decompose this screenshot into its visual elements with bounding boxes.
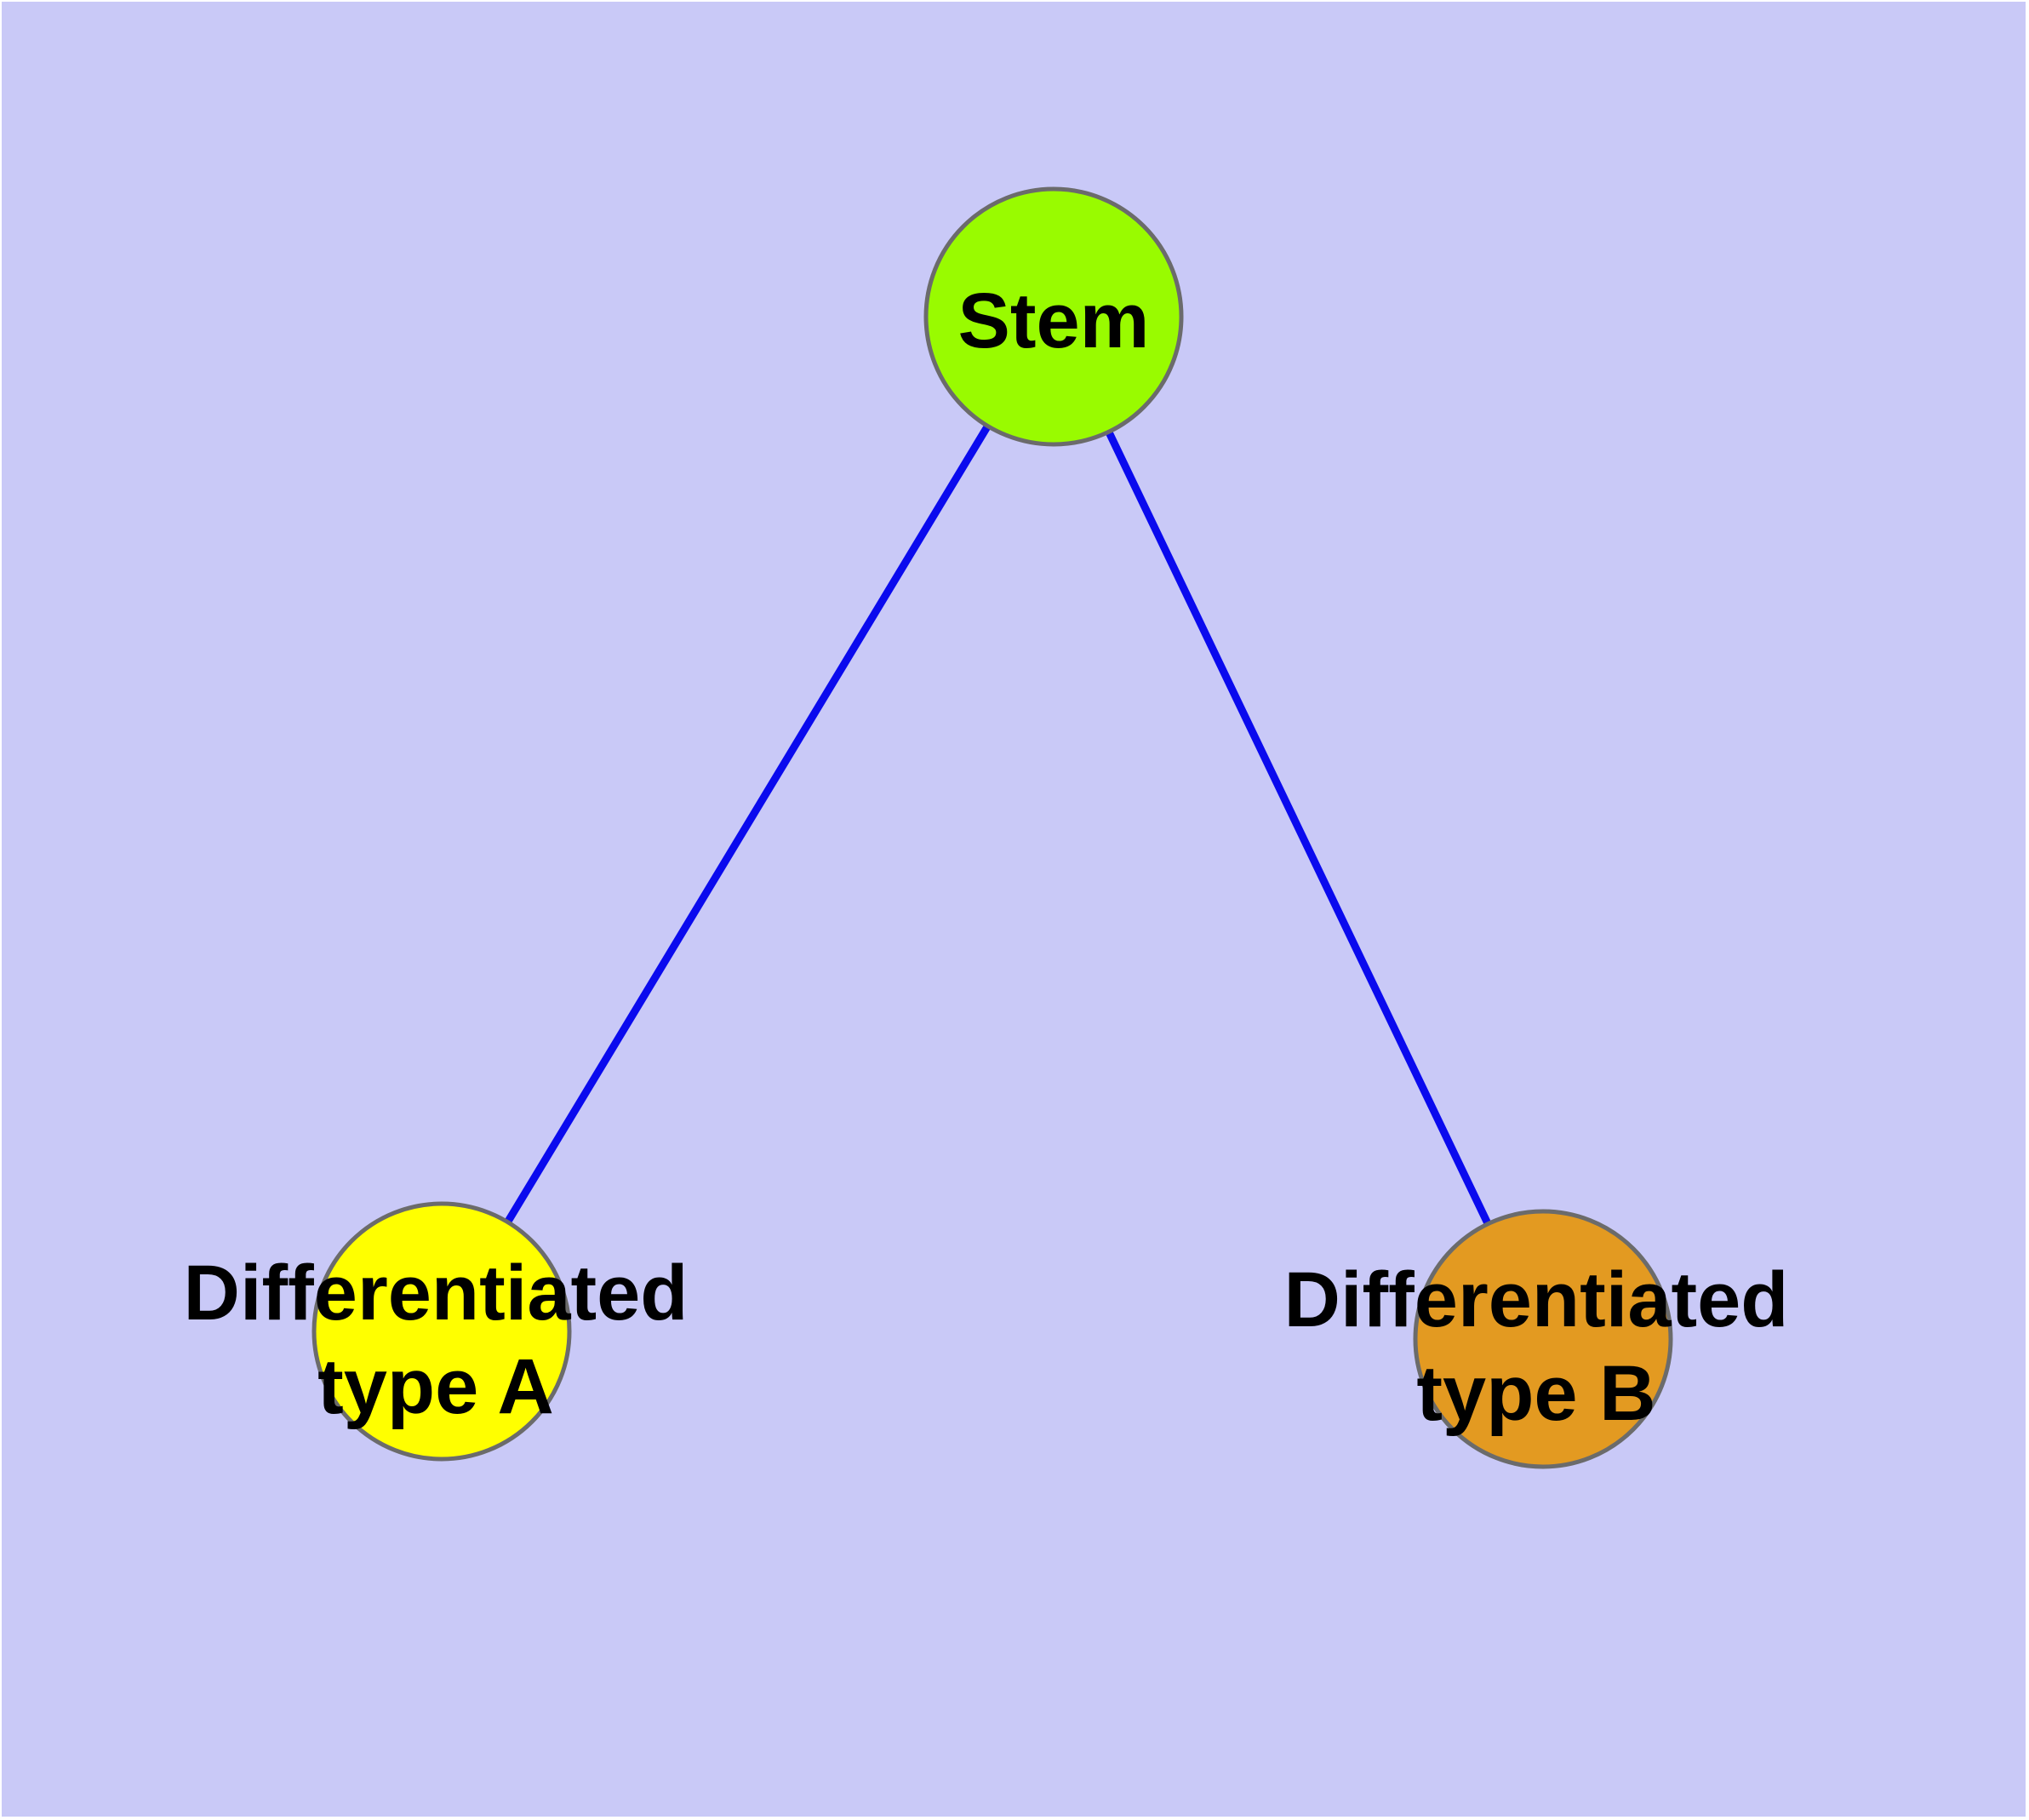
node-type-b-label-line-2: type B: [1416, 1350, 1655, 1437]
node-stem-label: Stem: [958, 278, 1150, 364]
node-type-a-label-line-1: Differentiated: [184, 1250, 689, 1336]
node-type-a-label-line-2: type A: [317, 1343, 554, 1430]
node-stem: [923, 186, 1184, 447]
node-differentiated-type-b: [1413, 1209, 1673, 1469]
node-type-b-label-line-1: Differentiated: [1284, 1256, 1789, 1343]
edge-stem-to-type-b: [1049, 312, 1547, 1343]
edge-stem-to-type-a: [437, 312, 1058, 1336]
node-differentiated-type-a: [311, 1201, 572, 1462]
